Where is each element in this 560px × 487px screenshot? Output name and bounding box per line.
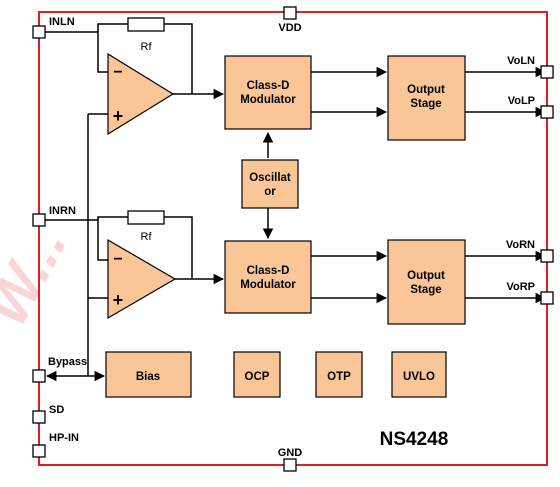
pin-hp-in-label: HP-IN [49,432,79,444]
opamp-bottom [107,238,177,320]
class-d-modulator-bottom-line2: Modulator [240,279,296,291]
pin-vdd-label: VDD [278,22,301,34]
class-d-modulator-top [224,55,312,130]
uvlo-label: UVLO [403,371,435,383]
class-d-modulator-bottom-line1: Class-D [247,265,290,277]
output-stage-top [387,55,466,141]
class-d-modulator-top-line1: Class-D [247,80,290,92]
pin-sd-label: SD [49,404,64,416]
rf-label-bottom: Rf [141,231,153,243]
oscillator-line1: Oscillat [249,172,291,184]
pin-gnd [283,458,297,472]
output-stage-top-line2: Stage [410,98,441,110]
opamp-bottom-minus: − [113,251,122,268]
ocp-label: OCP [245,371,270,383]
bias-block [105,351,192,398]
feedback-wire-top-left [97,23,128,32]
otp-block [315,351,363,398]
pin-inln-label: INLN [49,16,75,28]
opamp-bottom-plus: + [113,290,124,310]
oscillator-block [241,159,299,209]
uvlo-block [391,351,447,398]
pin-voln-label: VoLN [507,55,535,67]
feedback-wire-bottom-right [164,216,193,278]
opamp-top-plus: + [113,106,124,126]
opamp-top-minus: − [113,64,122,81]
otp-label: OTP [327,371,351,383]
output-stage-bottom [387,239,466,325]
class-d-modulator-top-line2: Modulator [240,94,296,106]
pin-vorp-label: VoRP [506,281,535,293]
pin-bypass [32,369,46,383]
bias-label: Bias [136,371,160,383]
ocp-block [233,351,281,398]
pin-volp [540,105,554,119]
pin-inrn [32,213,46,227]
pin-bypass-label: Bypass [48,356,87,368]
pin-sd [32,410,46,424]
feedback-wire-bottom-left [97,216,128,220]
output-stage-bottom-line1: Output [407,270,445,282]
pin-voln [540,65,554,79]
resistor-rf-top [127,17,165,32]
inln-wire [45,31,118,73]
resistor-rf-bottom [127,210,165,225]
output-stage-top-line1: Output [407,84,445,96]
pin-inln [32,25,46,39]
pin-gnd-label: GND [278,447,303,459]
opamp-top [107,52,175,136]
feedback-wire-top-right [164,23,193,94]
pin-hp-in [32,444,46,458]
rf-label-top: Rf [141,41,153,53]
pin-vorn [540,249,554,263]
pin-vorn-label: VoRN [506,239,535,251]
pin-vorp [540,291,554,305]
pin-vdd [283,6,297,20]
output-stage-bottom-line2: Stage [410,284,441,296]
pin-inrn-label: INRN [49,205,76,217]
oscillator-line2: or [264,186,276,198]
pin-volp-label: VoLP [508,95,535,107]
class-d-modulator-bottom [224,240,312,314]
chip-name: NS4248 [380,429,449,450]
